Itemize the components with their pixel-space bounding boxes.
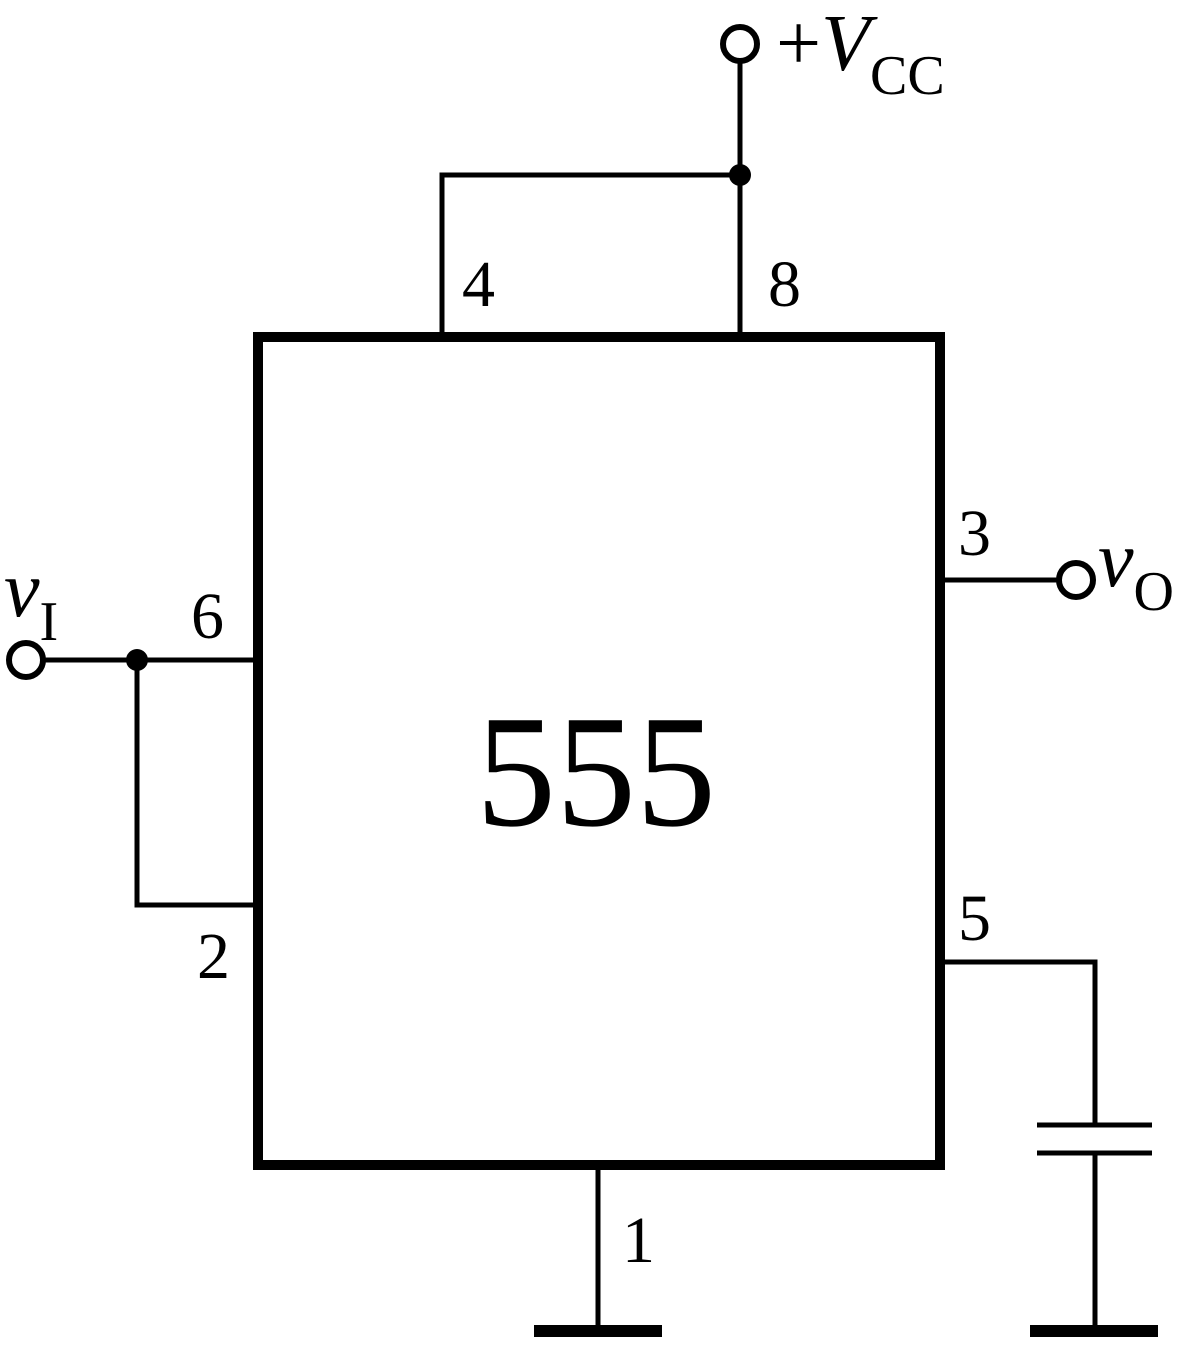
input-label-main: v (4, 546, 40, 634)
vcc-junction (729, 164, 751, 186)
pin5-wire (937, 959, 1098, 1128)
input-label: vI (4, 546, 58, 653)
vcc-label-prefix: + (776, 0, 821, 88)
output-terminal (1056, 560, 1096, 600)
chip-label: 555 (476, 682, 716, 860)
pin2-wire (134, 657, 261, 908)
vcc-label: +VCC (776, 0, 945, 107)
input-junction (126, 649, 148, 671)
vcc-label-main: V (821, 0, 878, 88)
pin-4-label: 4 (462, 248, 495, 321)
output-label-main: v (1098, 516, 1134, 604)
pin-1-label: 1 (622, 1204, 655, 1277)
output-label: vO (1098, 516, 1174, 623)
pin-2-label: 2 (197, 920, 230, 993)
pin-6-label: 6 (191, 580, 224, 653)
vcc-terminal (720, 24, 760, 64)
chip-555-body (253, 332, 945, 1170)
input-terminal (6, 640, 46, 680)
pin-5-label: 5 (958, 882, 991, 955)
vcc-label-sub: CC (870, 45, 945, 107)
input-label-sub: I (40, 591, 59, 653)
pin-3-label: 3 (958, 497, 991, 570)
output-label-sub: O (1134, 561, 1174, 623)
pin-8-label: 8 (768, 248, 801, 321)
pin4-wire (439, 172, 743, 338)
